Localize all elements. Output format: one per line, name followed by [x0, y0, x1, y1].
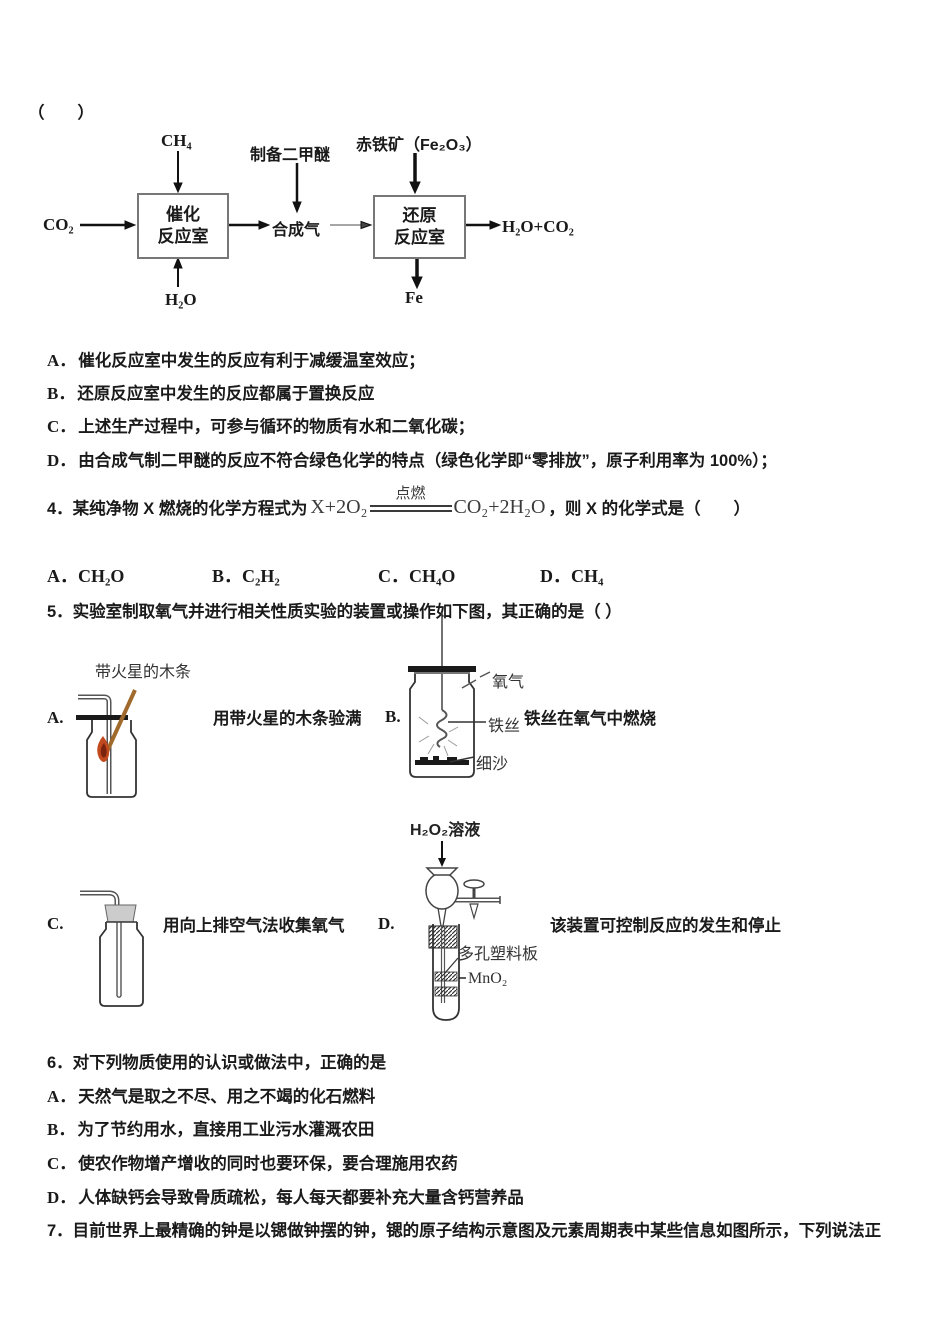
equation-lhs: X+2O₂	[310, 495, 368, 518]
option-label: B．	[47, 1120, 76, 1139]
q4-stem-suffix: ，则 X 的化学式是（ ）	[548, 499, 751, 518]
porous-plate-lower	[434, 986, 458, 997]
q7-stem: 7．目前世界上最精确的钟是以锶做钟摆的钟，锶的原子结构示意图及元素周期表中某些信…	[47, 1222, 882, 1240]
q4-stem-prefix: 4．某纯净物 X 燃烧的化学方程式为	[47, 499, 308, 518]
apparatus-splint-test-bottle	[76, 689, 137, 798]
q5-option-b-caption: 铁丝在氧气中燃烧	[524, 710, 656, 728]
equation-double-line	[369, 504, 452, 512]
option-label: C．	[47, 1154, 77, 1173]
q4-stem: 4．某纯净物 X 燃烧的化学方程式为 X+2O₂ 点燃 CO₂+2H₂O ，则 …	[47, 485, 751, 519]
option-label: A．	[47, 351, 77, 370]
funnel-bulb	[425, 872, 459, 910]
option-label: A．	[47, 1087, 77, 1106]
q5-option-d-letter: D.	[378, 914, 395, 933]
label-hematite: 赤铁矿（Fe₂O₃）	[356, 137, 482, 154]
apparatus-controllable-gas-generator	[425, 841, 501, 1021]
q5-option-a-caption: 用带火星的木条验满	[213, 710, 362, 728]
down-arrow	[438, 858, 446, 867]
q5-option-a-letter: A.	[47, 708, 64, 727]
equation-rhs: CO₂+2H₂O	[453, 495, 546, 518]
apparatus-gas-collecting-bottle	[80, 890, 144, 1007]
q5-option-d-caption: 该装置可控制反应的发生和停止	[550, 917, 781, 935]
reduction-reaction-chamber: 还原 反应室	[373, 195, 466, 259]
catalytic-reaction-chamber: 催化 反应室	[137, 193, 229, 259]
label-fine-sand: 细沙	[476, 756, 509, 773]
q6-option-d: D．人体缺钙会导致骨质疏松，每人每天都要补充大量含钙营养品	[47, 1183, 524, 1208]
q4-option-d: D．CH₄	[540, 562, 603, 588]
option-label: D．	[47, 1188, 77, 1207]
label-iron-wire: 铁丝	[488, 718, 521, 735]
option-label: C．	[378, 566, 409, 586]
apparatus-oxygen-bottle-iron-wire	[408, 612, 491, 778]
option-label: D．	[47, 451, 77, 470]
option-text: 催化反应室中发生的反应有利于减缓温室效应；	[78, 352, 425, 370]
option-label: C．	[47, 417, 77, 436]
q3-option-a: A．催化反应室中发生的反应有利于减缓温室效应；	[47, 346, 425, 371]
wood-splint	[103, 689, 137, 757]
label-splint: 带火星的木条	[95, 664, 192, 681]
option-label: D．	[540, 566, 571, 586]
box-line: 反应室	[394, 228, 445, 247]
option-text: 为了节约用水，直接用工业污水灌溉农田	[77, 1121, 375, 1139]
process-flow-diagram: CH₄ 制备二甲醚 赤铁矿（Fe₂O₃） CO₂ 催化 反应室 合成气 还原 反…	[40, 125, 600, 310]
box-line: 还原	[402, 205, 437, 225]
q4-option-c: C．CH₄O	[378, 562, 455, 588]
option-text: 天然气是取之不尽、用之不竭的化石燃料	[78, 1088, 376, 1106]
label-ch4: CH₄	[161, 131, 192, 150]
q6-option-b: B．为了节约用水，直接用工业污水灌溉农田	[47, 1115, 374, 1140]
label-h2o-co2: H₂O+CO₂	[502, 217, 574, 236]
label-mno2: MnO₂	[468, 970, 508, 987]
q5-option-b-letter: B.	[385, 707, 401, 726]
option-text: C₂H₂	[242, 566, 280, 586]
label-fe: Fe	[405, 288, 423, 307]
q5-option-c-letter: C.	[47, 914, 64, 933]
q5-option-c-caption: 用向上排空气法收集氧气	[163, 917, 345, 935]
q5-stem: 5．实验室制取氧气并进行相关性质实验的装置或操作如下图，其正确的是（ ）	[47, 603, 622, 621]
option-text: CH₄O	[409, 566, 456, 586]
porous-plate-upper	[434, 971, 458, 982]
chemical-equation: X+2O₂ 点燃 CO₂+2H₂O	[310, 485, 546, 519]
test-tube	[432, 924, 460, 1021]
label-h2o2-solution: H₂O₂溶液	[410, 822, 481, 839]
option-label: A．	[47, 566, 78, 586]
box-line: 反应室	[157, 227, 209, 246]
label-porous-plastic-plate: 多孔塑料板	[458, 946, 539, 963]
q6-option-a: A．天然气是取之不尽、用之不竭的化石燃料	[47, 1082, 375, 1107]
label-h2o: H₂O	[165, 290, 197, 309]
stopcock-handle	[463, 879, 485, 889]
option-text: 由合成气制二甲醚的反应不符合绿色化学的特点（绿色化学即“零排放”，原子利用率为 …	[78, 452, 777, 470]
q4-option-a: A．CH₂O	[47, 562, 124, 588]
fine-sand-layer	[415, 760, 469, 765]
option-text: CH₂O	[78, 566, 125, 586]
q3-option-c: C．上述生产过程中，可参与循环的物质有水和二氧化碳；	[47, 412, 474, 437]
label-syngas: 合成气	[272, 222, 321, 239]
option-text: 使农作物增产增收的同时也要环保，要合理施用农药	[78, 1155, 458, 1173]
rubber-stopper	[428, 925, 458, 949]
option-text: 人体缺钙会导致骨质疏松，每人每天都要补充大量含钙营养品	[78, 1189, 524, 1207]
label-oxygen: 氧气	[492, 674, 525, 691]
box-line: 催化	[166, 204, 200, 224]
label-co2: CO₂	[43, 215, 74, 234]
flow-arrows	[80, 151, 502, 290]
option-text: 上述生产过程中，可参与循环的物质有水和二氧化碳；	[78, 418, 475, 436]
label-dme: 制备二甲醚	[250, 147, 331, 164]
equation-condition-block: 点燃	[369, 485, 452, 512]
equation-condition: 点燃	[395, 485, 426, 502]
iron-wire-spiral	[436, 709, 448, 748]
option-label: B．	[212, 566, 243, 586]
q6-stem: 6．对下列物质使用的认识或做法中，正确的是	[47, 1054, 387, 1072]
q4-option-b: B．C₂H₂	[212, 562, 280, 588]
q6-option-c: C．使农作物增产增收的同时也要环保，要合理施用农药	[47, 1149, 458, 1174]
option-text: 还原反应室中发生的反应都属于置换反应	[77, 385, 375, 403]
q3-option-d: D．由合成气制二甲醚的反应不符合绿色化学的特点（绿色化学即“零排放”，原子利用率…	[47, 446, 777, 471]
option-text: CH₄	[571, 566, 604, 586]
q3-option-b: B．还原反应室中发生的反应都属于置换反应	[47, 379, 374, 404]
option-label: B．	[47, 384, 76, 403]
answer-blank: （ ）	[28, 104, 94, 122]
